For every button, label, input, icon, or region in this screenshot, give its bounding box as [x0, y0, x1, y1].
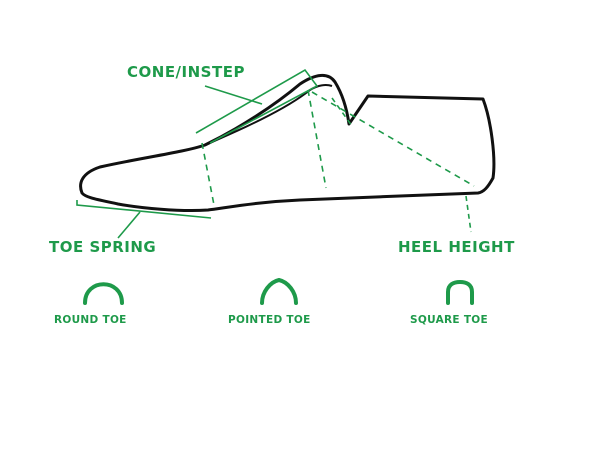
toe-spring-leader: [117, 211, 141, 239]
square-toe-icon: [446, 280, 474, 305]
notch-dashed-line: [331, 97, 353, 127]
shoe-topline: [204, 84, 333, 146]
pointed-toe-icon: [260, 278, 298, 305]
round-toe-label: ROUND TOE: [54, 314, 127, 326]
cone-instep-bracket: [195, 68, 319, 144]
square-toe-label: SQUARE TOE: [410, 314, 488, 326]
instep-dashed-line: [201, 142, 215, 206]
cone-instep-leader: [204, 85, 263, 105]
toe-spring-label: TOE SPRING: [49, 238, 157, 256]
toe-spring-bracket: [76, 200, 212, 219]
heel-dashed-line: [311, 91, 475, 187]
heel-height-line: [465, 195, 472, 233]
cone-dashed-line: [307, 89, 327, 189]
cone-instep-label: CONE/INSTEP: [127, 63, 245, 81]
shoe-outline: [79, 74, 496, 213]
pointed-toe-label: POINTED TOE: [228, 314, 311, 326]
heel-height-label: HEEL HEIGHT: [398, 238, 515, 256]
round-toe-icon: [83, 282, 124, 305]
